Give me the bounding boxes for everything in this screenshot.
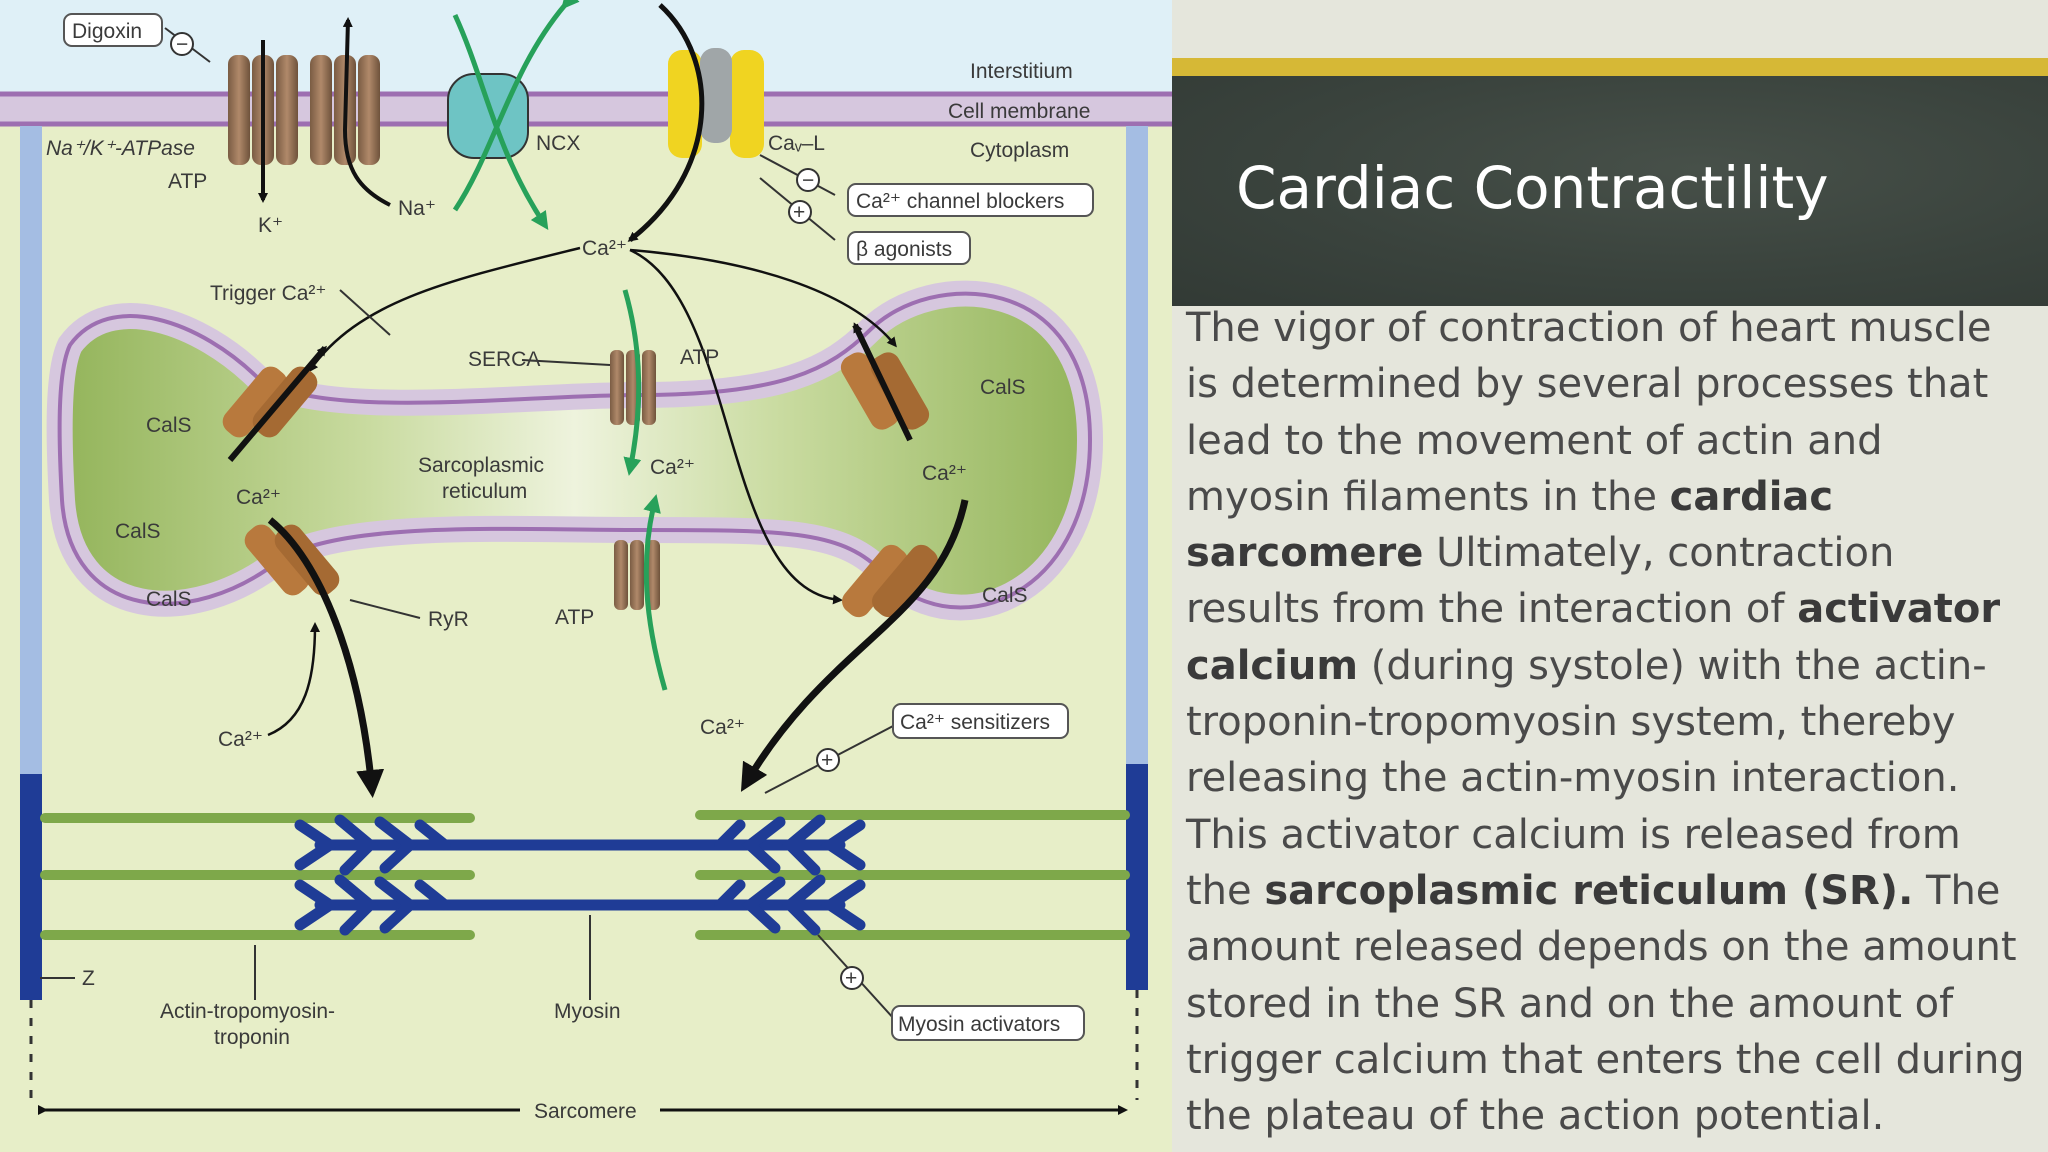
minus-circle-blockers: − xyxy=(796,168,820,192)
svg-text:Ca²⁺ sensitizers: Ca²⁺ sensitizers xyxy=(900,711,1050,734)
cals-label-5: CalS xyxy=(982,584,1028,607)
ca-sensitizers-box: Ca²⁺ sensitizers xyxy=(892,703,1069,739)
paragraph-segment: (during systole) with the actin-troponin… xyxy=(1186,642,1987,914)
ca-center-label: Ca²⁺ xyxy=(582,237,627,260)
sr-label-line1: Sarcoplasmic xyxy=(418,454,544,477)
l-type-calcium-channel xyxy=(627,3,764,242)
cav-l-label: Caᵥ–L xyxy=(768,132,825,155)
ryr-channel-upper-right xyxy=(840,322,930,442)
cals-label-4: CalS xyxy=(980,376,1026,399)
ca-to-lower-right-arrow xyxy=(629,248,843,605)
ncx-label: NCX xyxy=(536,132,580,155)
plus-circle-activators: + xyxy=(840,966,864,990)
troponin-label: troponin xyxy=(214,1026,290,1049)
ca-right-label: Ca²⁺ xyxy=(922,462,967,485)
svg-text:+: + xyxy=(793,201,805,224)
actin-filaments xyxy=(40,810,1130,940)
trigger-ca-arrow xyxy=(308,246,581,373)
body-paragraph: The vigor of contraction of heart muscle… xyxy=(1186,300,2036,1144)
ryr-channel-lower-right xyxy=(740,499,969,792)
left-membrane-bar xyxy=(20,126,42,776)
ryr-channel-upper-left xyxy=(222,345,328,462)
plus-circle-agonists: + xyxy=(788,200,812,224)
k-ion-label: K⁺ xyxy=(258,214,283,237)
atp-bottom-label: ATP xyxy=(555,606,594,629)
na-k-atpase-label: Na⁺/K⁺-ATPase xyxy=(46,137,195,160)
myosin-activators-box: Myosin activators xyxy=(891,1005,1085,1041)
serca-pump-bottom xyxy=(614,494,668,691)
accent-bar xyxy=(1172,58,2048,76)
ca-left-label: Ca²⁺ xyxy=(236,486,281,509)
interstitium-label: Interstitium xyxy=(970,60,1073,83)
na-k-atpase-pump xyxy=(228,17,391,207)
sarcoplasmic-reticulum xyxy=(46,280,1104,621)
svg-text:−: − xyxy=(176,33,188,56)
paragraph-segment: Ultimately, contraction results from the… xyxy=(1186,530,1895,633)
cell-membrane-label: Cell membrane xyxy=(948,100,1090,123)
cals-label-3: CalS xyxy=(146,588,192,611)
z-line-left xyxy=(20,774,42,1000)
bold-term: sarcoplasmic reticulum (SR). xyxy=(1264,867,1914,914)
svg-text:+: + xyxy=(845,967,857,990)
ryr-label: RyR xyxy=(428,608,469,631)
z-line-right xyxy=(1126,764,1148,990)
paragraph-segment: The vigor of contraction of heart muscle… xyxy=(1186,305,1992,520)
ca-entry-left-arrow xyxy=(267,622,320,737)
actin-tropomyosin-label: Actin-tropomyosin- xyxy=(160,1000,335,1023)
right-membrane-bar xyxy=(1126,126,1148,766)
bold-term: cardiac sarcomere xyxy=(1186,473,1834,577)
svg-text:β agonists: β agonists xyxy=(856,238,952,261)
myosin-label: Myosin xyxy=(554,1000,621,1023)
minus-circle-digoxin: − xyxy=(170,32,194,56)
cals-label-2: CalS xyxy=(115,520,161,543)
plus-circle-sensitizers: + xyxy=(816,748,840,772)
digoxin-box: Digoxin xyxy=(63,13,163,47)
cell-membrane xyxy=(0,91,1172,127)
ca-to-right-ryr-arrow xyxy=(629,248,897,348)
ryr-channel-lower-left xyxy=(244,517,385,798)
paragraph-segment: The amount released depends on the amoun… xyxy=(1186,867,2025,1140)
bold-term: activator calcium xyxy=(1186,586,2001,689)
beta-agonists-box: β agonists xyxy=(847,231,971,265)
trigger-ca-label: Trigger Ca²⁺ xyxy=(210,282,327,305)
ca-sr-center-label: Ca²⁺ xyxy=(650,456,695,479)
z-line-label: Z xyxy=(82,967,95,990)
sr-label-line2: reticulum xyxy=(442,480,527,503)
interstitium-region xyxy=(0,0,1172,92)
ca-channel-blockers-box: Ca²⁺ channel blockers xyxy=(847,183,1094,217)
title-panel: Cardiac Contractility xyxy=(1172,76,2048,306)
cytoplasm-region xyxy=(0,126,1172,1152)
svg-text:Myosin activators: Myosin activators xyxy=(898,1013,1060,1036)
myosin-filaments xyxy=(294,814,866,936)
sarcomere-label: Sarcomere xyxy=(534,1100,637,1123)
slide-title: Cardiac Contractility xyxy=(1236,154,1829,222)
svg-text:−: − xyxy=(802,169,814,192)
svg-text:Digoxin: Digoxin xyxy=(72,20,142,43)
serca-label: SERCA xyxy=(468,348,540,371)
cals-label-1: CalS xyxy=(146,414,192,437)
serca-pump-top xyxy=(610,289,656,476)
atp-pump-label: ATP xyxy=(168,170,207,193)
ca-bottom-left-label: Ca²⁺ xyxy=(218,728,263,751)
ncx-exchanger xyxy=(447,0,580,230)
svg-text:+: + xyxy=(821,749,833,772)
cardiac-contractility-diagram: − − + + + Digoxin Ca²⁺ channel blockers … xyxy=(0,0,1172,1152)
svg-text:Ca²⁺ channel blockers: Ca²⁺ channel blockers xyxy=(856,190,1064,213)
na-ion-label: Na⁺ xyxy=(398,197,436,220)
atp-serca-label: ATP xyxy=(680,346,719,369)
cytoplasm-label: Cytoplasm xyxy=(970,139,1069,162)
ca-bottom-right-label: Ca²⁺ xyxy=(700,716,745,739)
